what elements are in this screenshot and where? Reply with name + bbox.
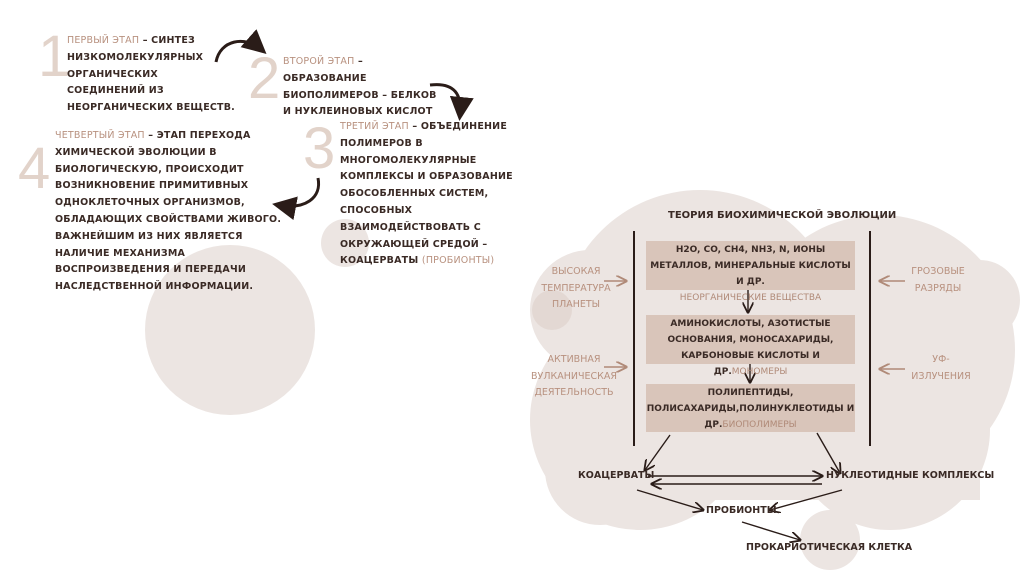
node-probionts: пробионты [706,505,777,516]
stage-3-extra: (пробионты) [421,255,495,267]
box-biopolymers: полипептиды, полисахариды,полинуклеотиды… [646,384,855,432]
stage-2-description: – образование биополимеров – белков и ну… [283,56,437,118]
factor-volcanic-activity: Активная вулканическая деятельность [531,354,617,398]
stage-arrows [214,29,474,221]
stage-4-label: Четвертый этап [55,130,145,141]
stage-number-4: 4 [18,136,51,201]
box-text: H2O, CO, CH4, NH3, N, ионы металлов, мин… [650,245,851,287]
stage-number-1: 1 [38,24,71,89]
node-prokaryotic-cell: прокариотическая клетка [746,542,913,553]
box-text: полипептиды, полисахариды,полинуклеотиды… [646,388,855,430]
box-category: неорганические вещества [679,293,822,303]
stage-number-2: 2 [248,46,281,111]
node-coacervates: коацерваты [578,470,655,481]
stage-4-text: Четвертый этап – этап перехода химическо… [55,128,285,296]
factor-lightning: Грозовые разряды [911,266,965,294]
diagram-title: Теория биохимической эволюции [668,210,897,221]
stage-2-text: Второй этап – образование биополимеров –… [283,54,443,121]
stage-4-description: – этап перехода химической эволюции в би… [55,130,282,293]
stage-3-description: – объединение полимеров в многомолекуляр… [340,121,513,267]
stage-number-3: 3 [303,116,336,181]
box-category: мономеры [731,367,788,377]
stage-1-label: Первый этап [67,35,140,46]
stage-1-text: Первый этап – синтез низкомолекулярных о… [67,33,237,117]
box-category: биополимеры [722,420,797,430]
stage-1-description: – синтез низкомолекулярных органических … [67,35,235,114]
stage-3-text: Третий этап – объединение полимеров в мн… [340,119,520,270]
box-monomers: аминокислоты, азотистые основания, монос… [646,315,855,377]
factor-uv-radiation: УФ-излучения [911,354,971,382]
node-nucleotide-complexes: нуклеотидные комплексы [826,470,995,481]
left-blobs [145,219,369,415]
stage-2-label: Второй этап [283,56,355,67]
box-inorganic: H2O, CO, CH4, NH3, N, ионы металлов, мин… [646,241,855,303]
stage-3-label: Третий этап [340,121,409,132]
factor-high-temperature: Высокая температура планеты [541,266,611,310]
box-text: аминокислоты, азотистые основания, монос… [667,319,834,377]
